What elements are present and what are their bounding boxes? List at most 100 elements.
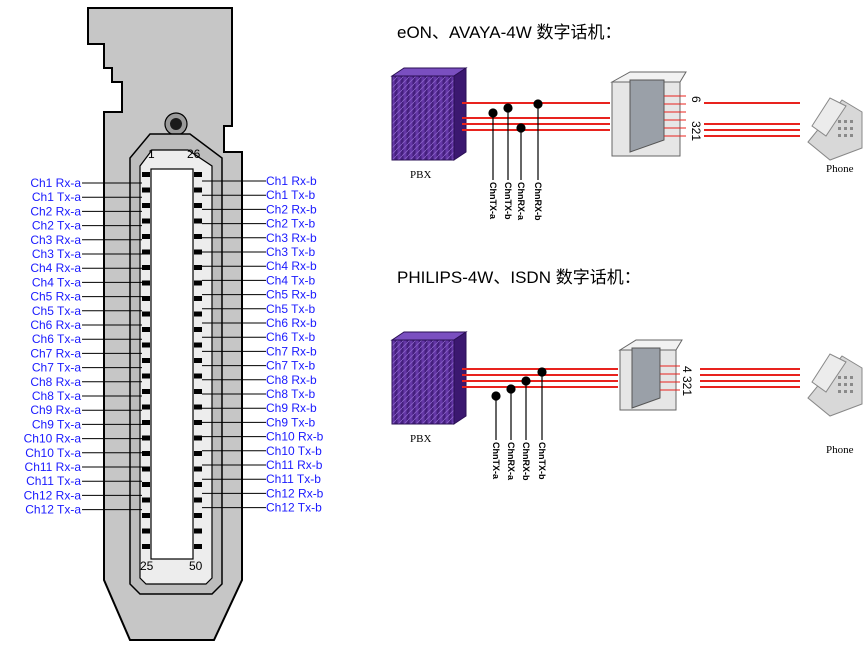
connector-pin: [194, 265, 202, 270]
pbx-icon: [390, 331, 468, 425]
jack-pin-6: 6: [689, 96, 703, 103]
connector-pin: [142, 389, 150, 394]
pin-label-right: Ch10 Tx-b: [266, 444, 322, 458]
connector-pin: [194, 420, 202, 425]
connector-pin: [142, 265, 150, 270]
pin-number-1: 1: [148, 147, 155, 161]
connector-pin: [194, 373, 202, 379]
pin-label-left: Ch6 Tx-a: [32, 332, 81, 346]
pin-label-left: Ch4 Rx-a: [30, 261, 81, 275]
connector-pin: [194, 466, 202, 472]
connector-pin: [194, 342, 202, 348]
phone-label: Phone: [826, 444, 854, 456]
connector-pin: [142, 327, 150, 332]
connector-slot: [150, 168, 194, 560]
connector-pin: [142, 249, 150, 255]
connector-pin: [142, 280, 150, 286]
connector-pin: [194, 172, 202, 177]
wire-label: ChnRX-a: [516, 182, 526, 221]
connector-pin: [142, 373, 150, 379]
pin-label-left: Ch5 Rx-a: [30, 290, 81, 304]
connector-pin: [194, 544, 202, 549]
connector-pin: [142, 420, 150, 425]
connector-pin: [142, 404, 150, 410]
pin-label-left: Ch6 Rx-a: [30, 318, 81, 332]
pin-label-right: Ch8 Tx-b: [266, 387, 315, 401]
connector-pin: [142, 544, 150, 549]
wire-label: ChnTX-a: [488, 182, 498, 220]
pin-label-right: Ch12 Rx-b: [266, 486, 324, 500]
pbx-label: PBX: [410, 433, 431, 445]
connector-pin: [142, 342, 150, 348]
pin-label-left: Ch1 Tx-a: [32, 190, 81, 204]
connector-pin: [142, 497, 150, 503]
pin-label-right: Ch9 Tx-b: [266, 415, 315, 429]
diagram-philips-isdn: PHILIPS-4W、ISDN 数字话机： PBX ChnTX-a ChnRX-…: [390, 268, 863, 481]
connector-pin: [194, 280, 202, 286]
pin-label-left: Ch3 Rx-a: [30, 233, 81, 247]
connector-pin: [194, 389, 202, 394]
pin-label-right: Ch5 Tx-b: [266, 302, 315, 316]
connector-pin: [142, 172, 150, 177]
connector-pin: [142, 218, 150, 224]
connector-pin: [194, 187, 202, 193]
connector-pin: [142, 203, 150, 208]
wire-label: ChnRX-b: [521, 442, 531, 481]
pin-label-left: Ch9 Tx-a: [32, 417, 81, 431]
pin-column-left: [142, 172, 150, 549]
pin-label-left: Ch12 Tx-a: [25, 503, 81, 517]
pin-label-right: Ch11 Tx-b: [266, 472, 321, 486]
connector-pin: [142, 451, 150, 456]
pin-label-right: Ch10 Rx-b: [266, 430, 324, 444]
pin-number-50: 50: [189, 559, 203, 573]
pin-label-left: Ch12 Rx-a: [24, 488, 82, 502]
connector-pin: [142, 513, 150, 518]
pin-label-right: Ch4 Tx-b: [266, 273, 315, 287]
connector-pin: [142, 528, 150, 534]
pin-label-right: Ch8 Rx-b: [266, 373, 317, 387]
pin-label-right: Ch3 Tx-b: [266, 245, 315, 259]
pin-label-left: Ch3 Tx-a: [32, 247, 81, 261]
phone-label: Phone: [826, 163, 854, 175]
pin-label-right: Ch2 Rx-b: [266, 202, 317, 216]
pin-label-left: Ch1 Rx-a: [30, 176, 81, 190]
connector-pin: [142, 482, 150, 487]
pin-label-right: Ch12 Tx-b: [266, 501, 322, 515]
pin-label-right: Ch1 Tx-b: [266, 188, 315, 202]
pin-number-26: 26: [187, 147, 201, 161]
connector-pin: [194, 435, 202, 441]
pin-label-right: Ch6 Tx-b: [266, 330, 315, 344]
pin-label-left: Ch9 Rx-a: [30, 403, 81, 417]
wire-label: ChnTX-a: [491, 442, 501, 480]
wire-label: ChnRX-a: [506, 442, 516, 481]
pin-label-left: Ch8 Tx-a: [32, 389, 81, 403]
pin-label-right: Ch7 Tx-b: [266, 359, 315, 373]
pin-label-left: Ch7 Tx-a: [32, 361, 81, 375]
wire-label: ChnRX-b: [533, 182, 543, 221]
pin-label-right: Ch2 Tx-b: [266, 217, 315, 231]
connector-pin: [142, 187, 150, 193]
connector-pin: [194, 311, 202, 317]
diagram-eon-avaya: eON、AVAYA-4W 数字话机： PBX ChnTX-a ChnTX-b C…: [390, 23, 863, 221]
connector-pin: [194, 249, 202, 255]
wire-bundle-left: [462, 102, 610, 131]
wire-bundle-right: [700, 368, 800, 388]
pin-label-left: Ch10 Rx-a: [24, 432, 82, 446]
rj-jack-icon: [610, 71, 687, 157]
connector-pin: [194, 497, 202, 503]
screw-hole: [164, 112, 188, 136]
wire-taps: [488, 99, 543, 180]
pin-label-left: Ch7 Rx-a: [30, 346, 81, 360]
pin-label-right: Ch6 Rx-b: [266, 316, 317, 330]
phone-icon: [807, 97, 863, 161]
connector-pin: [194, 296, 202, 301]
pin-label-right: Ch9 Rx-b: [266, 401, 317, 415]
pin-label-left: Ch5 Tx-a: [32, 304, 81, 318]
wire-taps: [491, 367, 547, 440]
connector-pin: [142, 435, 150, 441]
connector-pin: [142, 234, 150, 239]
pin-label-right: Ch1 Rx-b: [266, 174, 317, 188]
